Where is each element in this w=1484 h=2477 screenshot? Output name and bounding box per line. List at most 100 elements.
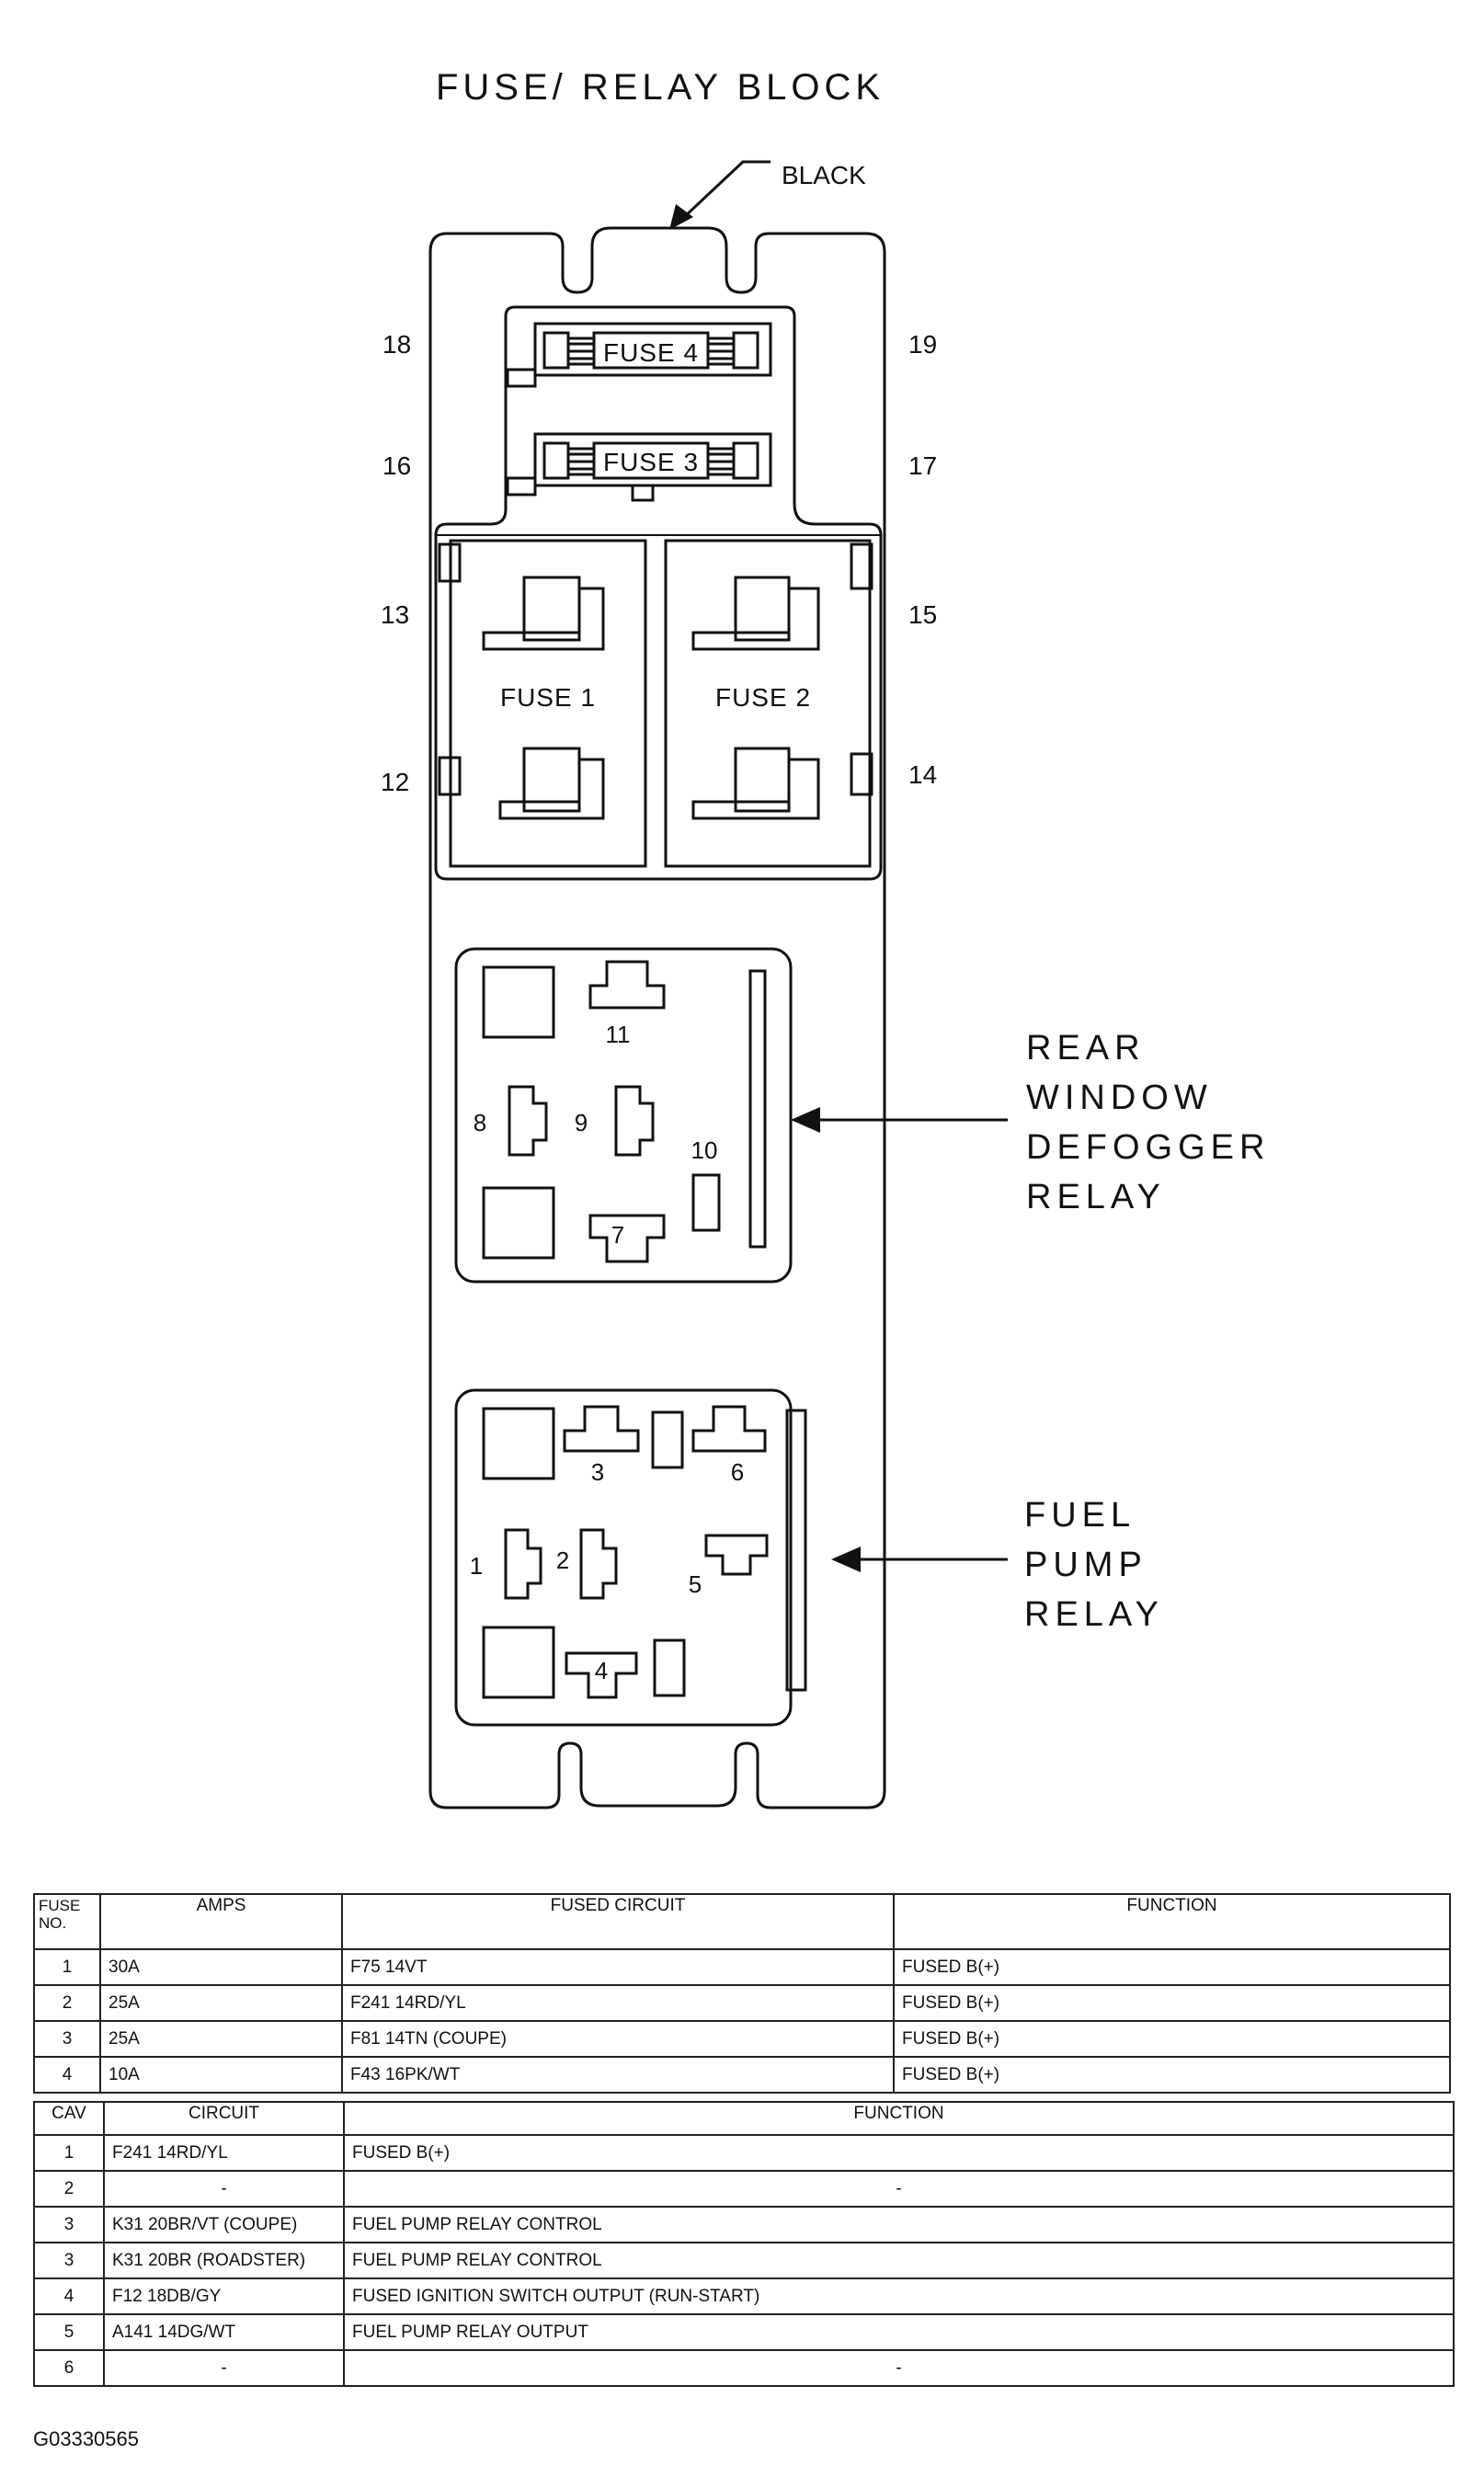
function-cell: - [343,2170,1455,2208]
header-cav-function: FUNCTION [343,2101,1455,2136]
fuse-1-slot [438,539,647,868]
black-connector-callout [680,160,771,221]
cav-cell: 3 [33,2242,105,2279]
header-cav: CAV [33,2101,105,2136]
function-cell: FUEL PUMP RELAY CONTROL [343,2242,1455,2279]
fuse-no-cell: 3 [33,2020,101,2058]
fuse-3-slot [506,432,772,502]
svg-text:WINDOW: WINDOW [1026,1079,1213,1117]
table-row: 5 A141 14DG/WT FUEL PUMP RELAY OUTPUT [33,2313,1455,2351]
function-cell: FUSED B(+) [893,1984,1451,2022]
fused-circuit-cell: F75 14VT [341,1948,895,1986]
svg-text:DEFOGGER: DEFOGGER [1026,1128,1270,1167]
fuel-pump-callout-arrowhead [831,1547,861,1572]
terminal-18: 18 [382,330,411,359]
cav-cell: 1 [33,2134,105,2172]
table-row: 1 30A F75 14VT FUSED B(+) [33,1948,1451,1986]
header-circuit: CIRCUIT [103,2101,345,2136]
cav-cell: 6 [33,2349,105,2387]
terminal-14: 14 [908,760,937,789]
defogger-cavity-8: 8 [474,1109,486,1136]
fuel-pump-cavity-1: 1 [470,1552,483,1580]
svg-text:FUEL: FUEL [1024,1496,1136,1535]
function-cell: FUSED B(+) [343,2134,1455,2172]
defogger-cavity-11: 11 [606,1021,631,1048]
circuit-cell: K31 20BR/VT (COUPE) [103,2206,345,2243]
terminal-19: 19 [908,330,937,359]
fuse-relay-block-diagram: FUSE/ RELAY BLOCK BLACK FUSE 4 FUSE 3 [381,67,1270,1809]
cavity-table: CAV CIRCUIT FUNCTION 1 F241 14RD/YL FUSE… [33,2101,1455,2387]
fuse-3-label: FUSE 3 [603,448,699,476]
cav-cell: 3 [33,2206,105,2243]
fuse-4-slot [506,322,772,388]
header-fuse-no: FUSE NO. [33,1893,101,1950]
terminal-12: 12 [381,768,409,796]
cav-cell: 2 [33,2170,105,2208]
fuse-no-cell: 1 [33,1948,101,1986]
upper-fuse-module [434,305,883,881]
table-row: 3 K31 20BR (ROADSTER) FUEL PUMP RELAY CO… [33,2242,1455,2279]
function-cell: FUSED B(+) [893,2056,1451,2094]
fuse-table-header: FUSE NO. AMPS FUSED CIRCUIT FUNCTION [33,1893,1451,1950]
defogger-cavity-9: 9 [575,1109,588,1136]
fuse-table: FUSE NO. AMPS FUSED CIRCUIT FUNCTION 1 3… [33,1893,1451,2094]
function-cell: FUSED B(+) [893,1948,1451,1986]
cav-cell: 4 [33,2277,105,2315]
svg-text:RELAY: RELAY [1024,1595,1164,1634]
function-cell: FUSED IGNITION SWITCH OUTPUT (RUN-START) [343,2277,1455,2315]
function-cell: FUSED B(+) [893,2020,1451,2058]
table-row: 2 - - [33,2170,1455,2208]
fused-circuit-cell: F241 14RD/YL [341,1984,895,2022]
table-row: 4 10A F43 16PK/WT FUSED B(+) [33,2056,1451,2094]
fuse-4-label: FUSE 4 [603,338,699,367]
circuit-cell: F241 14RD/YL [103,2134,345,2172]
fuel-pump-relay-callout: FUEL PUMP RELAY [1024,1496,1164,1634]
table-row: 3 25A F81 14TN (COUPE) FUSED B(+) [33,2020,1451,2058]
function-cell: FUEL PUMP RELAY OUTPUT [343,2313,1455,2351]
amps-cell: 25A [99,2020,343,2058]
fuse-2-slot [664,539,873,868]
black-label: BLACK [782,161,866,189]
defogger-cavity-7: 7 [611,1221,624,1249]
amps-cell: 30A [99,1948,343,1986]
cav-cell: 5 [33,2313,105,2351]
header-fused-circuit: FUSED CIRCUIT [341,1893,895,1950]
circuit-cell: - [103,2170,345,2208]
defogger-cavity-10: 10 [691,1136,718,1164]
block-housing [428,226,886,1809]
svg-text:PUMP: PUMP [1024,1546,1147,1584]
svg-text:RELAY: RELAY [1026,1178,1166,1216]
amps-cell: 10A [99,2056,343,2094]
fuel-pump-cavity-3: 3 [591,1458,604,1486]
terminal-15: 15 [908,600,937,629]
svg-text:REAR: REAR [1026,1029,1146,1067]
fuse-1-label: FUSE 1 [500,683,596,712]
fuel-pump-relay-socket [454,1388,807,1727]
table-row: 1 F241 14RD/YL FUSED B(+) [33,2134,1455,2172]
defogger-relay-socket [454,947,793,1284]
function-cell: FUEL PUMP RELAY CONTROL [343,2206,1455,2243]
black-callout-arrowhead [669,204,693,230]
terminal-16: 16 [382,451,411,480]
fuse-no-cell: 4 [33,2056,101,2094]
circuit-cell: - [103,2349,345,2387]
terminal-13: 13 [381,600,409,629]
table-row: 4 F12 18DB/GY FUSED IGNITION SWITCH OUTP… [33,2277,1455,2315]
terminal-17: 17 [908,451,937,480]
circuit-cell: F12 18DB/GY [103,2277,345,2315]
circuit-cell: A141 14DG/WT [103,2313,345,2351]
table-row: 3 K31 20BR/VT (COUPE) FUEL PUMP RELAY CO… [33,2206,1455,2243]
table-row: 2 25A F241 14RD/YL FUSED B(+) [33,1984,1451,2022]
figure-id: G03330565 [33,2427,139,2450]
fuse-no-cell: 2 [33,1984,101,2022]
diagram-title: FUSE/ RELAY BLOCK [436,67,885,108]
fused-circuit-cell: F81 14TN (COUPE) [341,2020,895,2058]
table-row: 6 - - [33,2349,1455,2387]
circuit-cell: K31 20BR (ROADSTER) [103,2242,345,2279]
fuel-pump-cavity-5: 5 [689,1570,702,1598]
defogger-callout-arrowhead [791,1107,820,1133]
function-cell: - [343,2349,1455,2387]
header-amps: AMPS [99,1893,343,1950]
fuel-pump-cavity-4: 4 [595,1657,608,1684]
amps-cell: 25A [99,1984,343,2022]
